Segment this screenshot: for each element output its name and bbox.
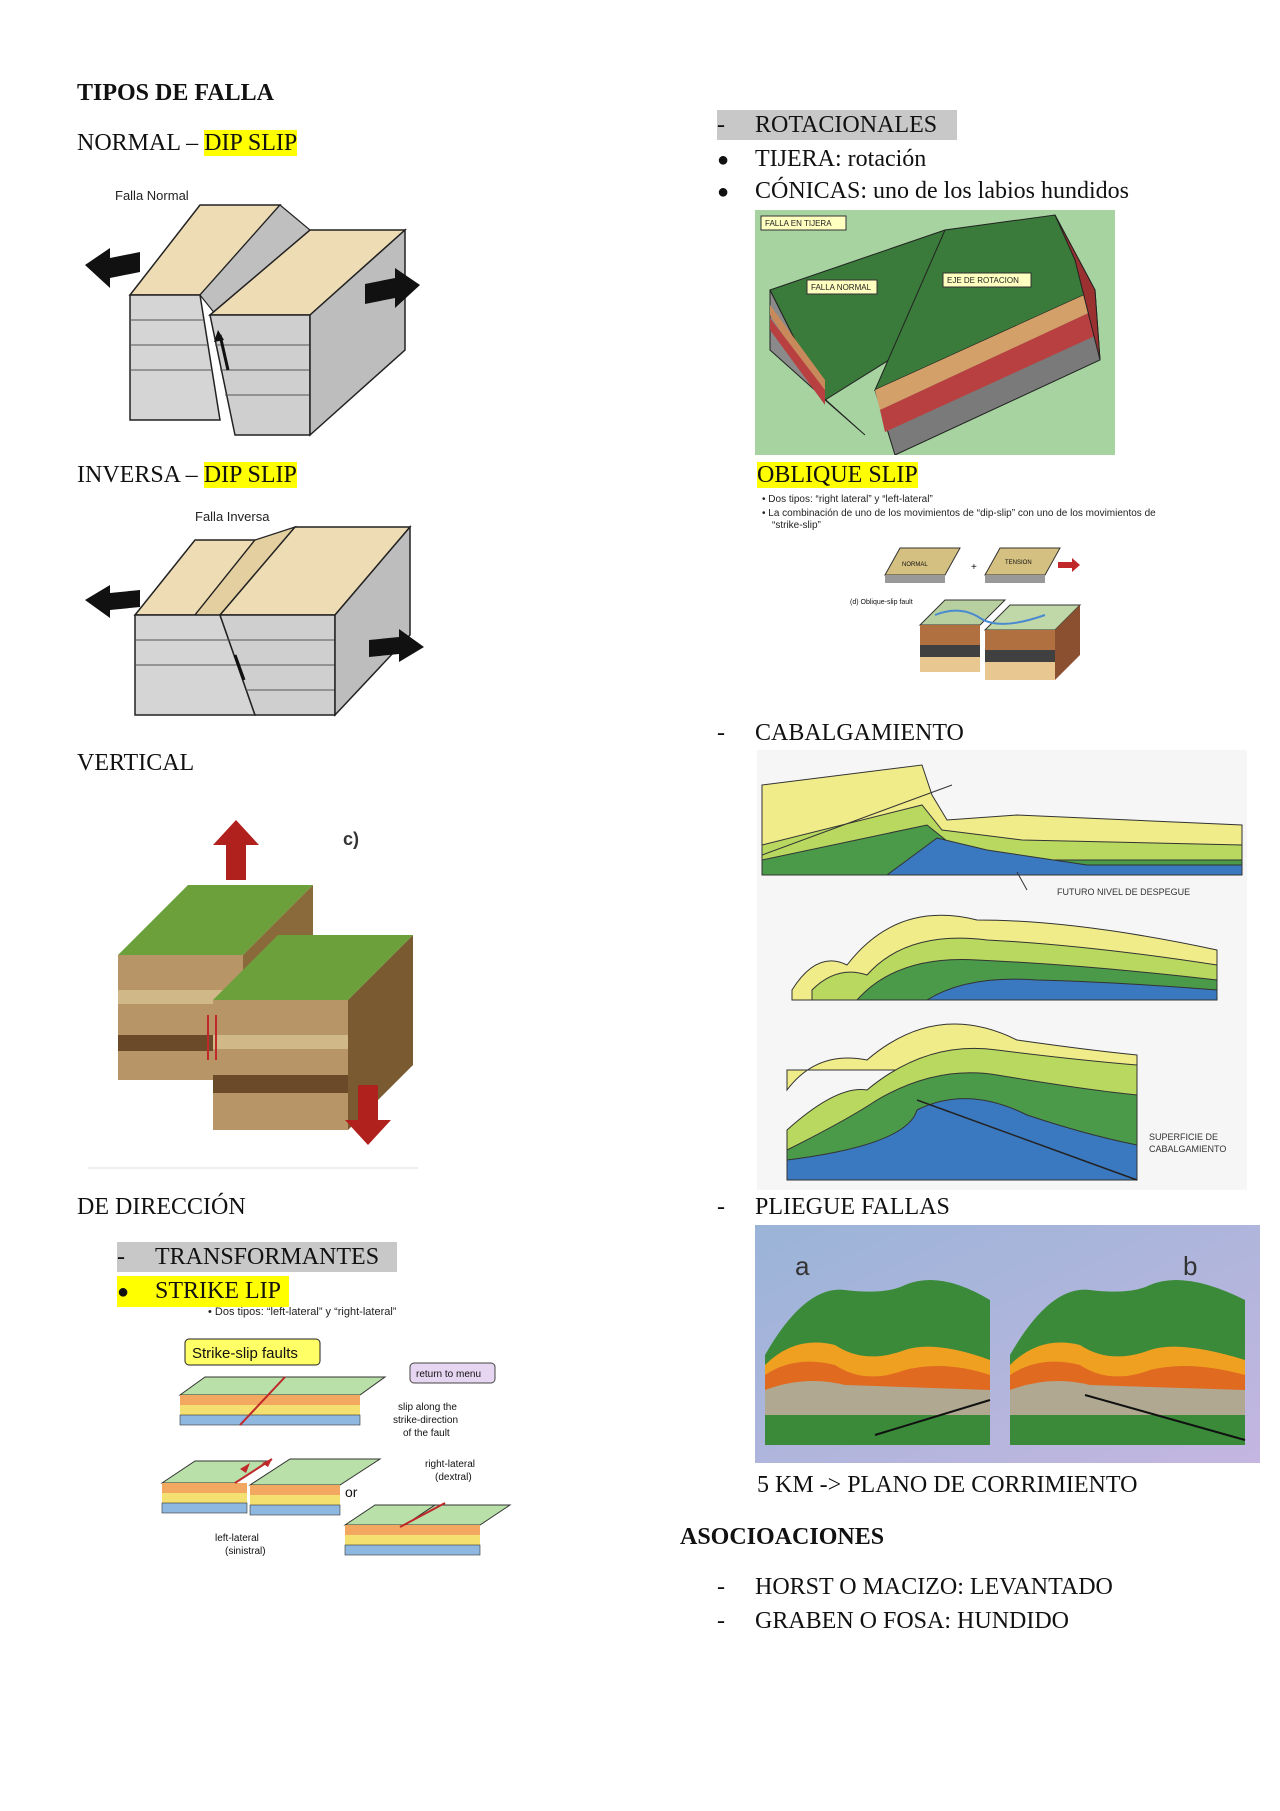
bullet-icon: ● [117, 1281, 130, 1303]
cabalgamiento-label: CABALGAMIENTO [755, 720, 964, 746]
asociacion-text: HORST O MACIZO: LEVANTADO [755, 1574, 1113, 1600]
asociacion-item: - GRABEN O FOSA: HUNDIDO [717, 1606, 1069, 1636]
reverse-fault-figure: Falla Inversa [85, 509, 424, 717]
bullet-conicas: ● CÓNICAS: uno de los labios hundidos [717, 176, 1129, 207]
oblique-caption: (d) Oblique-slip fault [850, 599, 913, 606]
or-text: or [345, 1484, 358, 1500]
rotacionales-label: ROTACIONALES [755, 112, 938, 138]
push-left-arrow-icon [369, 629, 424, 662]
normal-fault-figure: Falla Normal [85, 188, 420, 437]
rotacionales-dash: - [717, 112, 725, 138]
vertical-fault-figure: c) [88, 800, 418, 1170]
vertical-heading: VERTICAL [77, 750, 195, 776]
tijera-tag-3: EJE DE ROTACION [947, 276, 1019, 285]
asociacion-dash: - [717, 1574, 725, 1600]
normal-figure-title: Falla Normal [115, 188, 189, 203]
pliegue-heading: - PLIEGUE FALLAS [717, 1192, 950, 1222]
bullet-text: TIJERA: rotación [755, 146, 927, 172]
normal-heading: NORMAL – DIP SLIP [77, 128, 298, 158]
fold-tag-b: b [1183, 1251, 1197, 1281]
oblique-slip-figure: NORMAL + TENSION (d) Oblique-slip fault [850, 547, 1082, 680]
push-right-arrow-icon [85, 585, 140, 618]
oblique-fig-a: NORMAL [902, 562, 928, 568]
right-arrow-icon [365, 268, 420, 308]
transformantes-dash: - [117, 1244, 125, 1270]
vertical-figure-tag: c) [343, 829, 359, 849]
up-arrow-icon [213, 820, 259, 880]
thrust-annotation-1: FUTURO NIVEL DE DESPEGUE [1057, 887, 1190, 897]
thrust-annotation-2b: CABALGAMIENTO [1149, 1144, 1226, 1154]
tijera-tag-1: FALLA EN TIJERA [765, 219, 832, 228]
oblique-label: OBLIQUE SLIP [757, 462, 918, 488]
inversa-label: INVERSA – [77, 462, 204, 488]
return-to-menu-button[interactable] [409, 1362, 496, 1384]
left-arrow-icon [85, 248, 140, 288]
oblique-plus: + [971, 562, 977, 573]
bullet-icon: ● [717, 149, 730, 171]
oblique-fig-b: TENSION [1005, 560, 1032, 566]
thrust-annotation-2a: SUPERFICIE DE [1149, 1132, 1218, 1142]
thrust-fault-figure: FUTURO NIVEL DE DESPEGUE SUPERFICIE DE C… [757, 750, 1247, 1190]
left-lateral-text: left-lateral [215, 1533, 259, 1544]
bullet-text: CÓNICAS: uno de los labios hundidos [755, 178, 1130, 204]
slip-text-2: strike-direction [393, 1415, 458, 1426]
strike-slip-title: Strike-slip faults [192, 1345, 298, 1362]
asociacion-item: - HORST O MACIZO: LEVANTADO [717, 1572, 1113, 1602]
right-lateral-text: right-lateral [425, 1459, 475, 1470]
down-arrow-icon [345, 1085, 391, 1145]
dextral-text: (dextral) [435, 1472, 472, 1483]
slip-text-3: of the fault [403, 1428, 450, 1439]
bullet-icon: ● [717, 181, 730, 203]
strike-slip-note: • Dos tipos: “left-lateral” y “right-lat… [208, 1306, 397, 1318]
cabalgamiento-heading: - CABALGAMIENTO [717, 718, 964, 748]
fault-fold-figure: a b [755, 1225, 1260, 1463]
asociaciones-heading: ASOCIOACIONES [680, 1524, 885, 1550]
bullet-tijera: ● TIJERA: rotación [717, 144, 926, 175]
plano-text: 5 KM -> PLANO DE CORRIMIENTO [757, 1472, 1138, 1498]
transformantes-label: TRANSFORMANTES [155, 1244, 380, 1270]
document-title: TIPOS DE FALLA [77, 80, 274, 106]
inversa-figure-title: Falla Inversa [195, 509, 270, 524]
asociacion-dash: - [717, 1608, 725, 1634]
transformantes-item: - TRANSFORMANTES [117, 1242, 397, 1272]
sinistral-text: (sinistral) [225, 1546, 266, 1557]
fold-tag-a: a [795, 1251, 810, 1281]
oblique-note-3: “strike-slip” [772, 520, 821, 531]
scissor-fault-figure: FALLA EN TIJERA FALLA NORMAL EJE DE ROTA… [755, 210, 1115, 455]
normal-highlight: DIP SLIP [204, 130, 298, 156]
pliegue-label: PLIEGUE FALLAS [755, 1194, 950, 1220]
strike-lip-label: STRIKE LIP [155, 1278, 281, 1304]
oblique-heading: OBLIQUE SLIP [757, 460, 918, 490]
inversa-highlight: DIP SLIP [203, 462, 297, 488]
inversa-heading: INVERSA – DIP SLIP [77, 460, 297, 490]
rotacionales-item: - ROTACIONALES [717, 110, 957, 140]
slip-text-1: slip along the [398, 1402, 457, 1413]
oblique-note-2: • La combinación de uno de los movimient… [762, 508, 1156, 519]
direccion-heading: DE DIRECCIÓN [77, 1194, 246, 1220]
asociacion-text: GRABEN O FOSA: HUNDIDO [755, 1608, 1070, 1634]
cabalgamiento-dash: - [717, 720, 725, 746]
tijera-tag-2: FALLA NORMAL [811, 283, 872, 292]
normal-label: NORMAL – [77, 130, 205, 156]
strike-lip-item: ● STRIKE LIP [117, 1276, 289, 1307]
return-to-menu-label: return to menu [416, 1369, 481, 1380]
strike-slip-figure: Strike-slip faults return to menu slip a… [160, 1338, 512, 1557]
oblique-note-1: • Dos tipos: “right lateral” y “left-lat… [762, 494, 933, 505]
pliegue-dash: - [717, 1194, 725, 1220]
